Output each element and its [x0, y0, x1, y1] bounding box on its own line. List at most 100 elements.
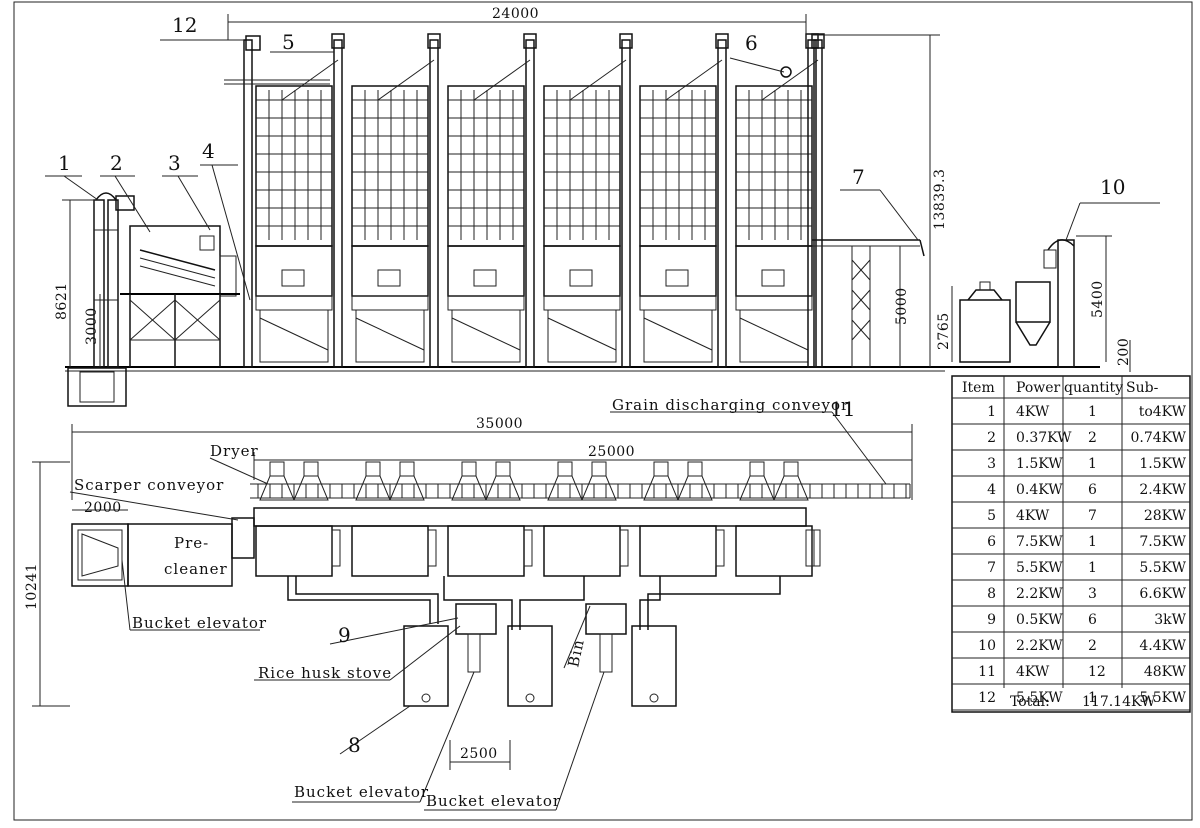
callout-5: 5 — [282, 30, 295, 54]
rice-husk-stove-2 — [507, 625, 553, 707]
label-pre-cleaner-1: Pre- — [174, 534, 209, 552]
label-dryer: Dryer — [210, 442, 259, 460]
table-cell-item: 7 — [987, 560, 996, 576]
rice-husk-stove-3 — [631, 625, 677, 707]
table-cell-item: 12 — [978, 690, 996, 706]
dryer-tower-5 — [639, 33, 729, 368]
table-cell-power: 4KW — [1016, 508, 1050, 524]
table-cell-power: 7.5KW — [1016, 534, 1063, 550]
table-cell-quantity: 2 — [1088, 638, 1097, 654]
table-cell-power: 2.2KW — [1016, 586, 1063, 602]
table-header-item: Item — [962, 380, 995, 396]
elevator-pit — [67, 367, 127, 407]
label-grain-discharging-conveyor: Grain discharging conveyor — [612, 396, 849, 414]
table-cell-subtotal: to4KW — [1139, 404, 1187, 420]
label-bucket-elevator-bottom-1: Bucket elevator — [294, 783, 429, 801]
table-cell-quantity: 1 — [1088, 690, 1097, 706]
table-row: 10 2.2KW 2 4.4KW — [978, 638, 1186, 654]
dryer-tower-1 — [255, 33, 345, 368]
table-total-label: Total: — [1010, 694, 1050, 710]
callout-2: 2 — [110, 151, 123, 175]
table-cell-power: 2.2KW — [1016, 638, 1063, 654]
table-header-power: Power — [1016, 380, 1061, 396]
table-cell-item: 3 — [987, 456, 996, 472]
plan-duct-network — [287, 576, 781, 630]
conveyor-segment-ticks — [257, 484, 907, 498]
plan-dryer-3 — [447, 461, 533, 577]
dim-support-height: 5000 — [894, 287, 910, 325]
table-cell-item: 1 — [987, 404, 996, 420]
plan-dryer-6 — [735, 461, 821, 577]
callout-12: 12 — [172, 13, 197, 37]
callout-8: 8 — [348, 733, 361, 757]
table-cell-quantity: 12 — [1088, 664, 1106, 680]
table-cell-item: 2 — [987, 430, 996, 446]
dim-right-small: 2765 — [936, 312, 952, 350]
table-cell-subtotal: 2.4KW — [1139, 482, 1186, 498]
table-cell-quantity: 1 — [1088, 560, 1097, 576]
dim-right-base: 200 — [1116, 338, 1132, 366]
table-cell-subtotal: 0.74KW — [1130, 430, 1186, 446]
dryer-tower-6 — [735, 33, 825, 368]
callout-7: 7 — [852, 165, 865, 189]
callout-9: 9 — [338, 623, 351, 647]
dim-total-height: 13839.3 — [932, 169, 948, 230]
plan-dryer-units — [253, 461, 821, 577]
callout-3: 3 — [168, 151, 181, 175]
rice-husk-stove-1 — [403, 625, 449, 707]
left-bucket-elevator — [93, 192, 135, 368]
table-cell-quantity: 6 — [1088, 612, 1097, 628]
label-bucket-elevator-bottom-2: Bucket elevator — [426, 792, 561, 810]
plan-dryer-5 — [639, 461, 725, 577]
table-cell-subtotal: 48KW — [1144, 664, 1187, 680]
table-header-subtotal: Sub- — [1126, 380, 1159, 396]
label-rice-husk-stove: Rice husk stove — [258, 664, 392, 682]
table-cell-item: 8 — [987, 586, 996, 602]
callout-6: 6 — [745, 31, 758, 55]
table-cell-power: 5.5KW — [1016, 560, 1063, 576]
plan-discharge-conveyor — [250, 483, 911, 499]
table-cell-subtotal: 1.5KW — [1139, 456, 1186, 472]
dim-plan-total: 35000 — [476, 416, 523, 432]
dim-plan-height: 10241 — [24, 563, 40, 610]
table-cell-quantity: 3 — [1088, 586, 1097, 602]
dryer-tower-2 — [351, 33, 441, 368]
table-cell-power: 4KW — [1016, 664, 1050, 680]
table-row: 7 5.5KW 1 5.5KW — [987, 560, 1187, 576]
table-cell-subtotal: 3kW — [1154, 612, 1186, 628]
label-bucket-elevator-left: Bucket elevator — [132, 614, 267, 632]
table-cell-item: 11 — [978, 664, 996, 680]
table-cell-power: 0.5KW — [1016, 612, 1063, 628]
table-cell-subtotal: 6.6KW — [1139, 586, 1186, 602]
table-cell-quantity: 1 — [1088, 456, 1097, 472]
table-cell-item: 10 — [978, 638, 996, 654]
callout-leaders — [45, 39, 1160, 301]
plan-leaders — [69, 411, 887, 811]
dim-plan-spacing: 2500 — [460, 746, 498, 762]
table-cell-quantity: 1 — [1088, 404, 1097, 420]
table-cell-subtotal: 4.4KW — [1139, 638, 1186, 654]
table-cell-power: 5.5KW — [1016, 690, 1063, 706]
table-cell-item: 6 — [987, 534, 996, 550]
table-row: 11 4KW 12 48KW — [978, 664, 1186, 680]
elevation-dimensions — [62, 14, 1131, 372]
label-bin: Bin — [564, 637, 588, 669]
table-cell-subtotal: 7.5KW — [1139, 534, 1186, 550]
table-cell-subtotal: 5.5KW — [1139, 560, 1186, 576]
right-equipment — [945, 239, 1100, 368]
dim-left-sub-height: 3000 — [84, 307, 100, 345]
table-row: 8 2.2KW 3 6.6KW — [987, 586, 1187, 602]
plan-view: 35000 25000 10241 2000 — [24, 396, 913, 811]
grain-discharge-conveyor-elevation — [812, 239, 925, 368]
plan-dryer-2 — [351, 461, 437, 577]
dim-top-width: 24000 — [492, 6, 539, 22]
table-total-value: 117.14KW — [1082, 694, 1156, 710]
